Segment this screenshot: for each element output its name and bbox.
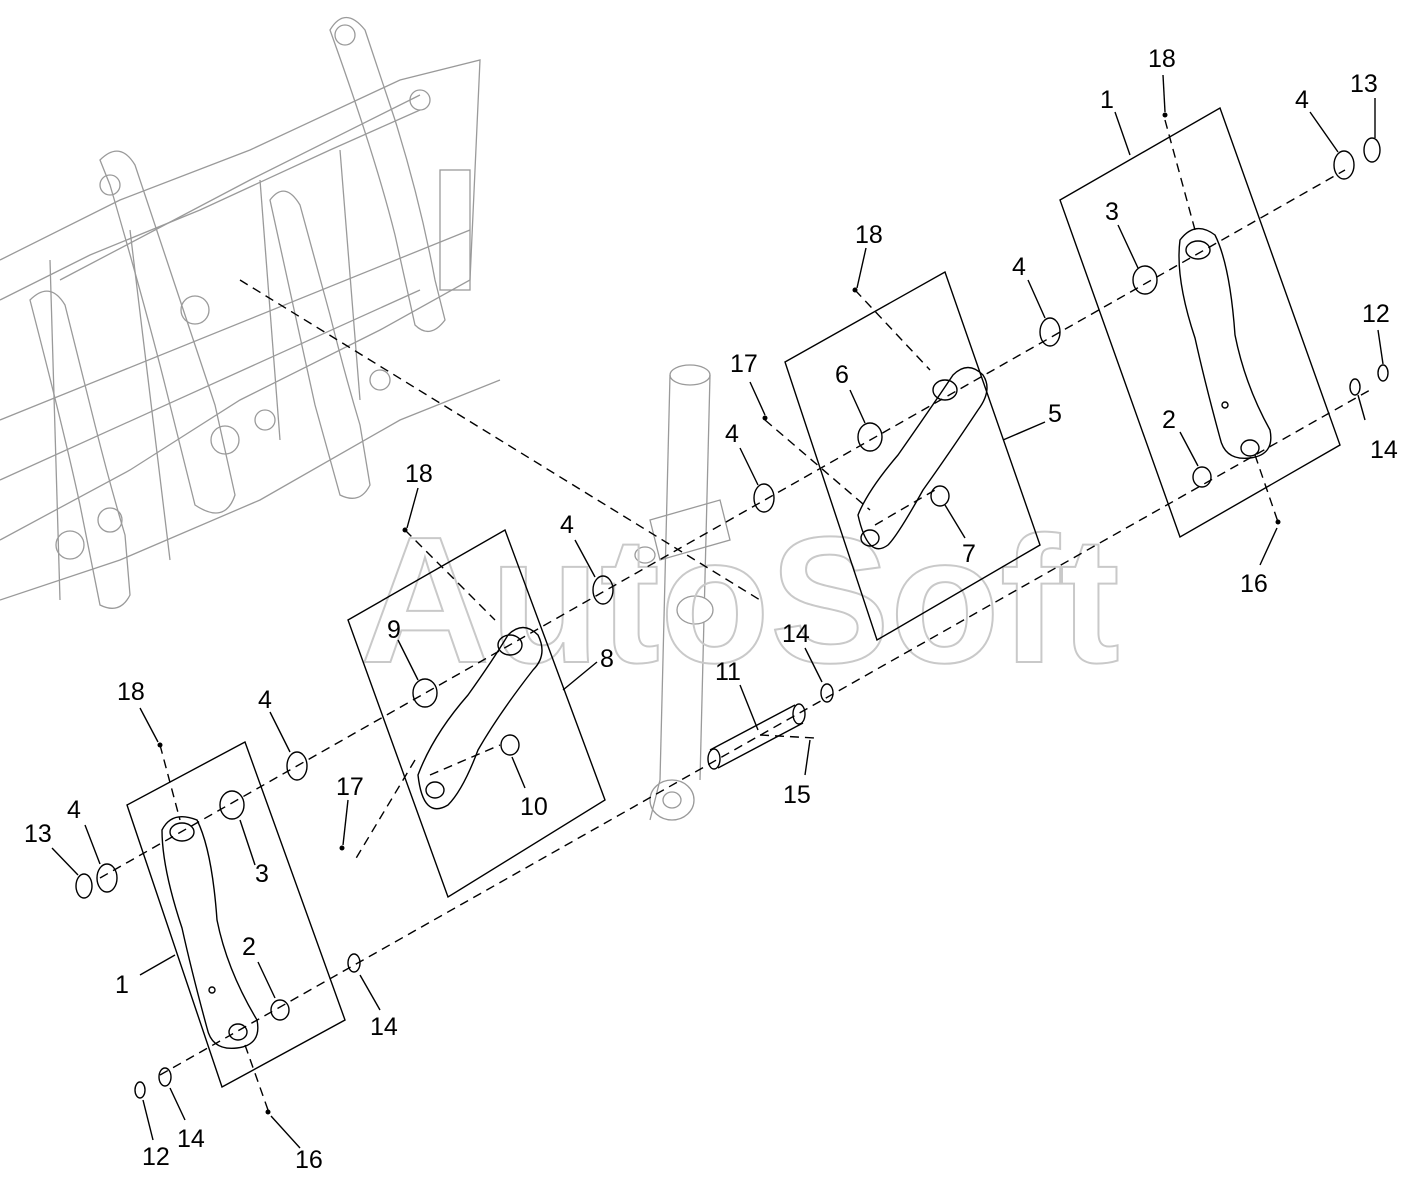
bushing-6 xyxy=(857,422,883,452)
callout-11: 11 xyxy=(715,658,741,686)
callout-18: 18 xyxy=(117,678,145,706)
washer-4-e xyxy=(286,751,308,781)
callout-18: 18 xyxy=(855,221,883,249)
callout-4: 4 xyxy=(1295,86,1309,114)
callout-18: 18 xyxy=(405,460,433,488)
callout-18: 18 xyxy=(1148,45,1176,73)
leader-lines xyxy=(51,74,1384,1149)
callout-8: 8 xyxy=(600,645,614,673)
washer-4-b xyxy=(1039,317,1061,347)
callout-17: 17 xyxy=(336,773,364,801)
box-lift-arm-left xyxy=(126,741,346,1089)
callout-1: 1 xyxy=(115,971,129,999)
ring-14-d xyxy=(158,1067,172,1087)
bushing-9 xyxy=(412,678,438,708)
callout-14: 14 xyxy=(782,620,810,648)
snap-ring-13-a xyxy=(1363,137,1381,163)
callout-7: 7 xyxy=(962,540,976,568)
callout-4: 4 xyxy=(560,511,574,539)
callout-labels: 18 1 13 4 3 18 4 12 17 6 5 2 14 4 18 7 4… xyxy=(24,45,1398,1174)
snap-ring-13-b xyxy=(75,873,93,899)
link-8 xyxy=(417,626,543,810)
bushing-3-right xyxy=(1132,265,1158,295)
callout-3: 3 xyxy=(1105,198,1119,226)
lift-arm-left xyxy=(161,816,259,1050)
bushing-2-left xyxy=(270,999,290,1021)
ring-12-b xyxy=(134,1081,146,1099)
callout-4: 4 xyxy=(1012,253,1026,281)
ring-14-a xyxy=(1349,378,1361,396)
callout-13: 13 xyxy=(24,820,52,848)
callout-12: 12 xyxy=(142,1143,170,1171)
subassembly-boxes xyxy=(126,106,1341,1089)
callout-16: 16 xyxy=(1240,570,1268,598)
bushing-10 xyxy=(500,734,520,756)
washer-4-f xyxy=(96,863,118,893)
callout-1: 1 xyxy=(1100,86,1114,114)
callout-12: 12 xyxy=(1362,300,1390,328)
callout-13: 13 xyxy=(1350,70,1378,98)
callout-3: 3 xyxy=(255,860,269,888)
callout-5: 5 xyxy=(1048,400,1062,428)
box-link-8 xyxy=(347,528,606,899)
ring-14-b xyxy=(820,683,834,703)
parts xyxy=(75,112,1389,1115)
pivot-post-illustration xyxy=(634,364,731,821)
callout-4: 4 xyxy=(67,796,81,824)
callout-14: 14 xyxy=(177,1125,205,1153)
ring-14-c xyxy=(347,953,361,973)
washer-4-a xyxy=(1333,150,1355,180)
washer-4-c xyxy=(753,483,775,513)
link-5 xyxy=(857,366,988,550)
callout-17: 17 xyxy=(730,350,758,378)
ring-12-a xyxy=(1377,364,1389,382)
box-lift-arm-right xyxy=(1059,106,1341,539)
callout-10: 10 xyxy=(520,793,548,821)
pin-11 xyxy=(707,703,806,770)
callout-2: 2 xyxy=(242,933,256,961)
callout-14: 14 xyxy=(370,1013,398,1041)
callout-4: 4 xyxy=(725,420,739,448)
lift-arm-right xyxy=(1178,227,1272,460)
callout-9: 9 xyxy=(387,616,401,644)
callout-15: 15 xyxy=(783,781,811,809)
box-link-5 xyxy=(784,270,1041,642)
callout-2: 2 xyxy=(1162,406,1176,434)
callout-16: 16 xyxy=(295,1146,323,1174)
callout-6: 6 xyxy=(835,361,849,389)
washer-4-d xyxy=(592,575,614,605)
bushing-2-right xyxy=(1192,466,1212,488)
bushing-7 xyxy=(930,485,950,507)
callout-14: 14 xyxy=(1370,436,1398,464)
loader-frame-illustration xyxy=(0,16,501,609)
callout-4: 4 xyxy=(258,686,272,714)
bushing-3-left xyxy=(219,790,245,820)
